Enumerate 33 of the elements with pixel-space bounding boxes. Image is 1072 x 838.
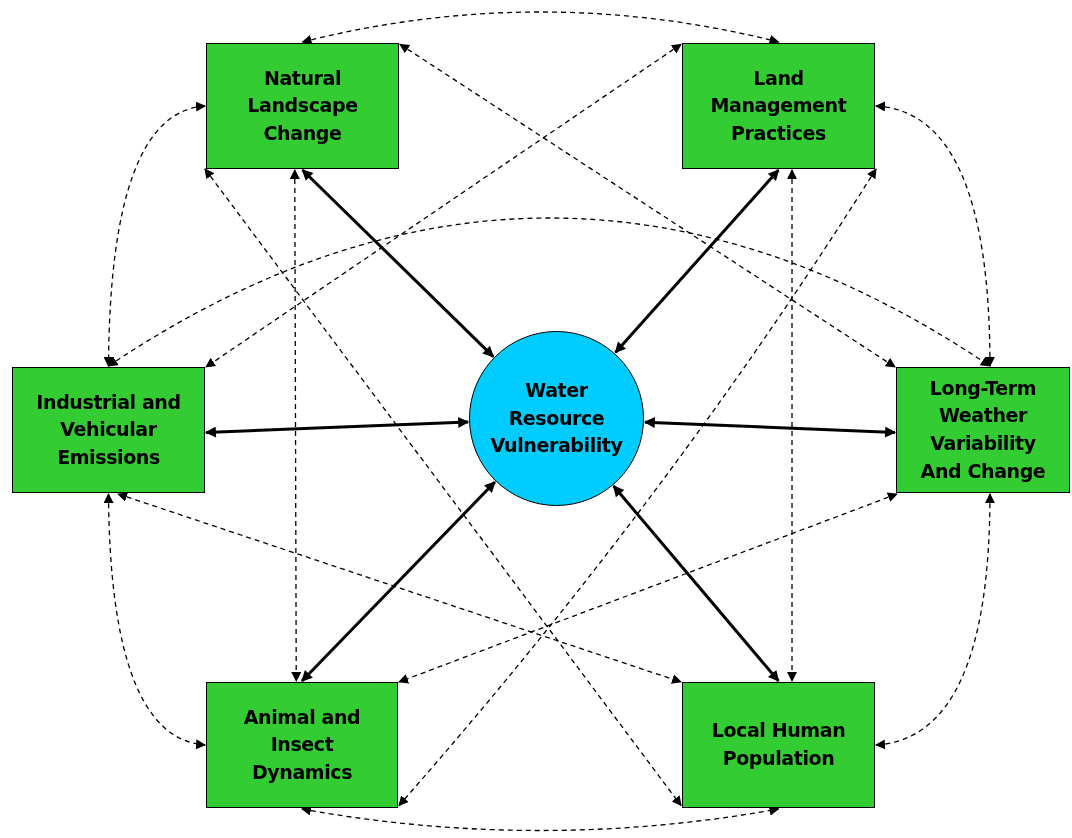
double-arrow: [204, 416, 470, 438]
dashed-double-arrow: [289, 169, 302, 682]
factor-box: [896, 367, 1070, 493]
dashed-double-arrow: [301, 11, 780, 45]
dashed-double-arrow: [399, 43, 896, 368]
double-arrow: [301, 168, 495, 358]
dashed-double-arrow: [205, 43, 682, 368]
factor-box: [12, 367, 205, 493]
node-label: Industrial and Vehicular Emissions: [35, 389, 182, 470]
node-label: Animal and Insect Dynamics: [242, 704, 362, 785]
dashed-double-arrow: [398, 168, 877, 807]
node-label: Long-Term Weather Variability And Change: [919, 375, 1047, 484]
double-arrow: [612, 485, 780, 682]
dashed-double-arrow: [107, 217, 991, 367]
factor-box: [682, 682, 875, 808]
node-label: Local Human Population: [710, 718, 847, 771]
node-label: Water Resource Vulnerability: [490, 378, 623, 459]
dashed-double-arrow: [103, 493, 206, 749]
double-arrow: [614, 169, 780, 354]
factor-box: [206, 682, 398, 808]
dashed-double-arrow: [875, 493, 995, 749]
dashed-double-arrow: [875, 102, 995, 367]
dashed-double-arrow: [204, 168, 682, 807]
node-label: Land Management Practices: [709, 65, 848, 146]
dashed-double-arrow: [398, 492, 898, 684]
double-arrow: [300, 481, 496, 683]
double-arrow: [643, 417, 897, 438]
dashed-double-arrow: [787, 169, 797, 682]
dashed-double-arrow: [103, 102, 206, 367]
factor-box: [682, 43, 875, 169]
factor-box: [206, 43, 399, 169]
node-label: Natural Landscape Change: [246, 65, 359, 146]
dashed-double-arrow: [117, 492, 682, 684]
